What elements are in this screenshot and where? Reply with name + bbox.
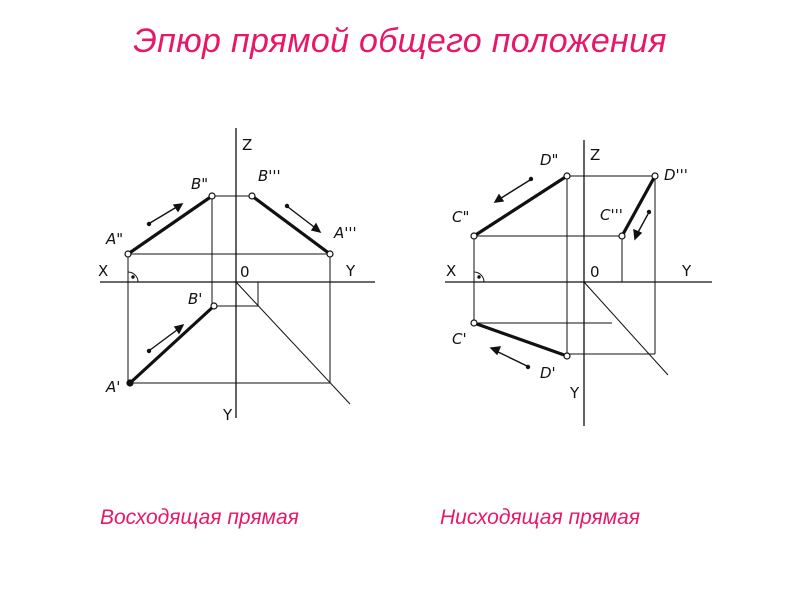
point-d3	[651, 172, 659, 180]
point-a3	[326, 250, 334, 258]
label-b2: B"	[191, 175, 208, 193]
label-a2: A"	[105, 230, 123, 248]
left-construction-lines	[127, 195, 351, 405]
right-right-angle-dot	[477, 275, 481, 279]
label-c1: C'	[452, 330, 467, 348]
point-d1	[563, 352, 571, 360]
label-c2: C"	[452, 208, 469, 226]
right-axis-x-label: X	[446, 262, 456, 280]
caption-descending-line: Нисходящая прямая	[440, 506, 641, 529]
left-direction-arrows	[146, 203, 322, 354]
point-d2	[563, 172, 571, 180]
right-construction-lines	[473, 175, 669, 376]
label-a1: A'	[105, 378, 120, 396]
label-c3: C'''	[600, 206, 623, 224]
left-axis-z-label: Z	[242, 136, 252, 154]
point-a1	[126, 379, 134, 387]
left-axis-y-down-label: Y	[222, 406, 233, 424]
left-epure	[100, 128, 375, 418]
point-c2	[470, 232, 478, 240]
right-axis-y-right-label: Y	[681, 262, 692, 280]
point-a2	[124, 250, 132, 258]
point-c3	[618, 232, 626, 240]
right-horizontal-projection-cd	[473, 321, 568, 358]
left-horizontal-projection-ab	[128, 304, 216, 385]
left-right-angle-dot	[131, 275, 135, 279]
left-profile-projection-ab	[251, 194, 331, 256]
page-title: Эпюр прямой общего положения	[133, 22, 667, 60]
label-b1: B'	[188, 290, 202, 308]
label-d1: D'	[540, 364, 556, 382]
point-c1	[470, 319, 478, 327]
right-profile-projection-cd	[620, 175, 657, 237]
point-b3	[248, 192, 256, 200]
left-axis-x-label: X	[98, 262, 108, 280]
caption-ascending-line: Восходящая прямая	[100, 506, 299, 529]
left-origin-label: 0	[240, 263, 250, 281]
left-frontal-projection-ab	[127, 194, 213, 256]
right-epure	[445, 140, 712, 426]
right-right-angle-arc	[473, 271, 485, 283]
right-direction-arrows	[489, 176, 652, 370]
point-b2	[208, 192, 216, 200]
left-right-angle-arc	[127, 271, 139, 283]
left-axis-y-right-label: Y	[345, 262, 356, 280]
right-origin-label: 0	[590, 263, 600, 281]
point-b1	[210, 302, 218, 310]
right-axis-y-down-label: Y	[569, 384, 580, 402]
label-b3: B'''	[258, 167, 281, 185]
right-frontal-projection-cd	[473, 174, 568, 238]
label-d2: D"	[540, 151, 558, 169]
right-axis-z-label: Z	[590, 146, 600, 164]
label-d3: D'''	[664, 166, 688, 184]
label-a3: A'''	[333, 224, 357, 242]
